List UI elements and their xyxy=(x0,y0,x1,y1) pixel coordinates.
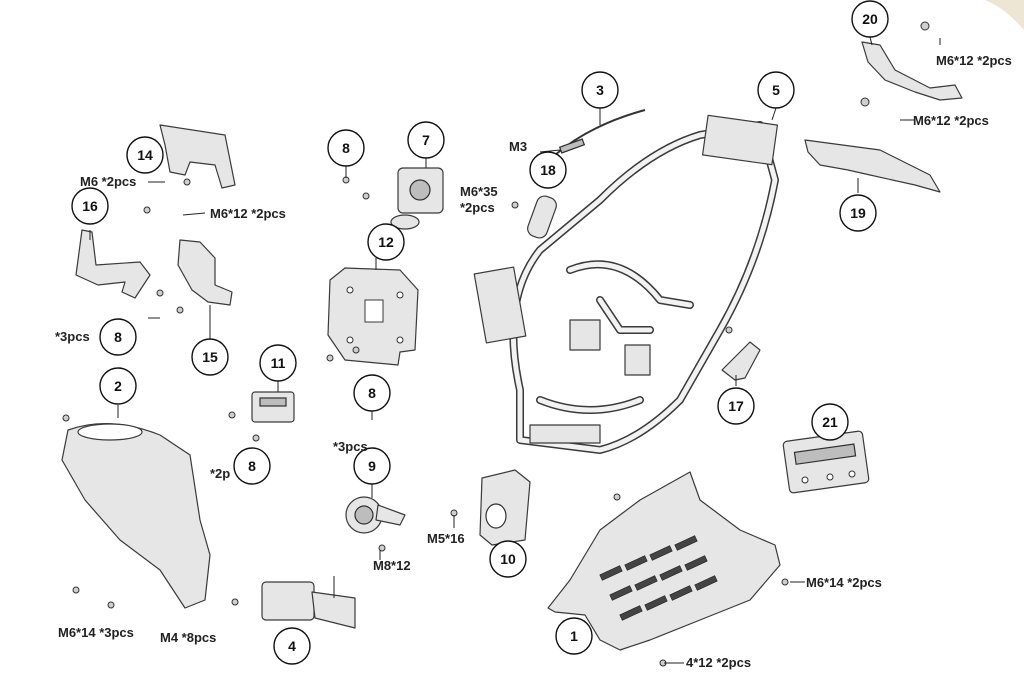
svg-text:1: 1 xyxy=(570,628,578,644)
svg-text:8: 8 xyxy=(368,385,376,401)
bracket-14-part xyxy=(159,124,236,189)
svg-text:20: 20 xyxy=(862,11,878,27)
cable-adjuster xyxy=(558,138,586,154)
svg-text:4: 4 xyxy=(288,638,296,654)
rear-bracket-part xyxy=(861,41,963,101)
svg-text:8: 8 xyxy=(342,140,350,156)
svg-text:7: 7 xyxy=(422,132,430,148)
label-3pcs-center: *3pcs xyxy=(333,439,368,454)
svg-text:21: 21 xyxy=(822,414,838,430)
label-m6-2pcs: M6 *2pcs xyxy=(80,174,136,189)
floor-pan-slots xyxy=(599,535,718,621)
callout-21: 21 xyxy=(811,403,849,441)
svg-text:8: 8 xyxy=(114,329,122,345)
callout-7: 7 xyxy=(407,121,445,159)
bag-part xyxy=(479,469,531,546)
label-m6x35-qty: *2pcs xyxy=(460,200,495,215)
svg-text:18: 18 xyxy=(540,162,556,178)
label-m8x12: M8*12 xyxy=(373,558,411,573)
callout-8-center: 8 xyxy=(353,374,391,412)
side-stand-part xyxy=(721,341,761,381)
corner-tint xyxy=(985,0,1024,30)
callout-20: 20 xyxy=(851,0,889,38)
callout-10: 10 xyxy=(489,540,527,578)
svg-text:8: 8 xyxy=(248,458,256,474)
label-m3: M3 xyxy=(509,139,527,154)
label-m5x16: M5*16 xyxy=(427,531,465,546)
svg-text:11: 11 xyxy=(271,355,286,371)
bracket-15-part xyxy=(177,239,233,306)
label-4x12-2pcs: 4*12 *2pcs xyxy=(686,655,751,670)
callout-16: 16 xyxy=(71,187,109,225)
leader-lines xyxy=(89,36,941,664)
callout-17: 17 xyxy=(717,387,755,425)
rear-rack-part xyxy=(804,139,941,193)
svg-text:16: 16 xyxy=(82,198,98,214)
callout-2: 2 xyxy=(99,367,137,405)
svg-text:9: 9 xyxy=(368,458,376,474)
svg-text:14: 14 xyxy=(137,147,153,163)
callout-15: 15 xyxy=(191,338,229,376)
label-m4-8pcs: M4 *8pcs xyxy=(160,630,216,645)
svg-text:10: 10 xyxy=(500,551,516,567)
front-shield-part xyxy=(61,423,211,609)
front-shield-opening xyxy=(77,423,143,441)
callout-1: 1 xyxy=(555,617,593,655)
controller-part xyxy=(782,430,870,494)
svg-text:3: 3 xyxy=(596,82,604,98)
mounting-plate-part xyxy=(327,267,419,366)
svg-text:12: 12 xyxy=(378,234,394,250)
label-m6x35: M6*35 xyxy=(460,184,498,199)
callout-8-left: 8 xyxy=(99,318,137,356)
bracket-16-part xyxy=(75,229,151,299)
svg-text:19: 19 xyxy=(850,205,866,221)
bolts xyxy=(62,21,930,667)
callout-8-top: 8 xyxy=(327,129,365,167)
label-m6x14-2pcs: M6*14 *2pcs xyxy=(806,575,882,590)
callout-12: 12 xyxy=(367,223,405,261)
callout-19: 19 xyxy=(839,194,877,232)
callout-4: 4 xyxy=(273,627,311,665)
label-m6x14-3pcs: M6*14 *3pcs xyxy=(58,625,134,640)
callout-14: 14 xyxy=(126,136,164,174)
throttle-body-part xyxy=(390,167,444,230)
horn-part xyxy=(345,496,406,534)
grip-part xyxy=(527,195,557,239)
label-m6x12-top: M6*12 *2pcs xyxy=(936,53,1012,68)
label-3pcs-left: *3pcs xyxy=(55,329,90,344)
callout-5: 5 xyxy=(757,71,795,109)
callout-3: 3 xyxy=(581,71,619,109)
svg-text:2: 2 xyxy=(114,378,122,394)
label-m6x12-right: M6*12 *2pcs xyxy=(913,113,989,128)
floor-pan-part xyxy=(547,471,781,651)
label-2p-partial: *2p xyxy=(210,466,230,481)
callout-8-relay: 8 xyxy=(233,447,271,485)
callout-18: 18 xyxy=(529,151,567,189)
main-frame-part xyxy=(473,114,779,454)
svg-text:17: 17 xyxy=(728,398,744,414)
svg-text:5: 5 xyxy=(772,82,780,98)
callout-9: 9 xyxy=(353,447,391,485)
svg-text:15: 15 xyxy=(202,349,218,365)
relay-part xyxy=(251,391,295,423)
regulator-part xyxy=(261,576,356,629)
label-m6x12-left: M6*12 *2pcs xyxy=(210,206,286,221)
callout-11: 11 xyxy=(259,344,297,382)
